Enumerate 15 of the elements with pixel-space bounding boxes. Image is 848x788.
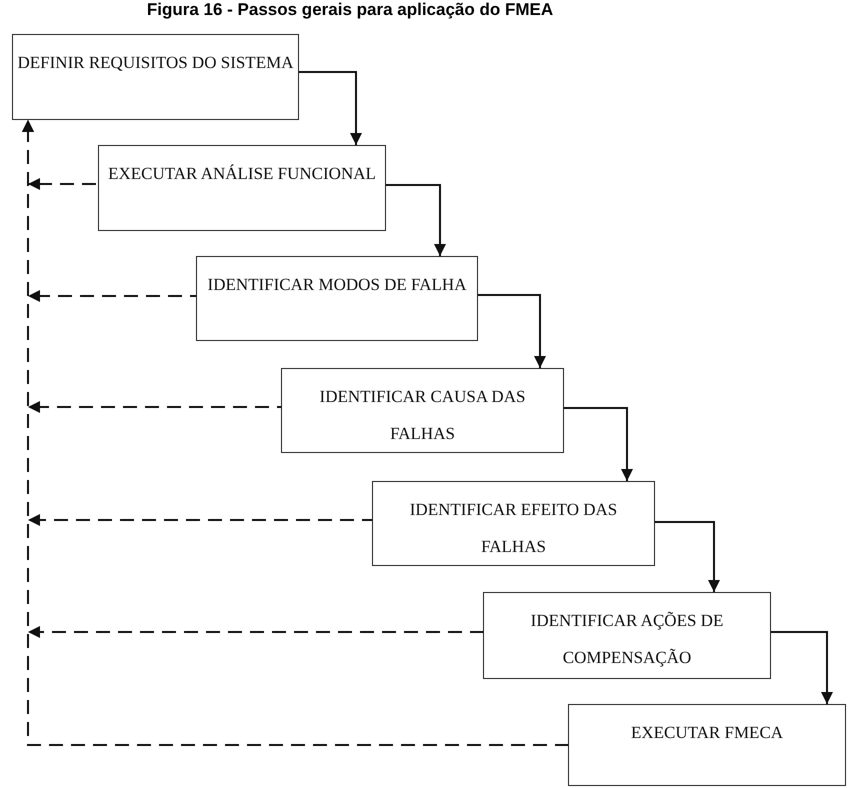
figure-title: Figura 16 - Passos gerais para aplicação do FMEA (146, 0, 554, 20)
step-label: EXECUTAR ANÁLISE FUNCIONAL (107, 163, 377, 185)
process-box (483, 592, 771, 679)
process-box (12, 34, 299, 120)
step-label: EXECUTAR FMECA (630, 722, 784, 744)
process-box (372, 481, 655, 566)
step-label: IDENTIFICAR CAUSA DAS FALHAS (318, 386, 526, 445)
step-label: DEFINIR REQUISITOS DO SISTEMA (17, 52, 294, 74)
step-label: IDENTIFICAR AÇÕES DE COMPENSAÇÃO (530, 610, 724, 669)
process-box (98, 145, 386, 231)
step-label: IDENTIFICAR MODOS DE FALHA (206, 274, 468, 296)
process-box (568, 704, 846, 786)
process-box (281, 368, 564, 453)
process-box (196, 256, 478, 341)
step-label: IDENTIFICAR EFEITO DAS FALHAS (408, 499, 618, 558)
